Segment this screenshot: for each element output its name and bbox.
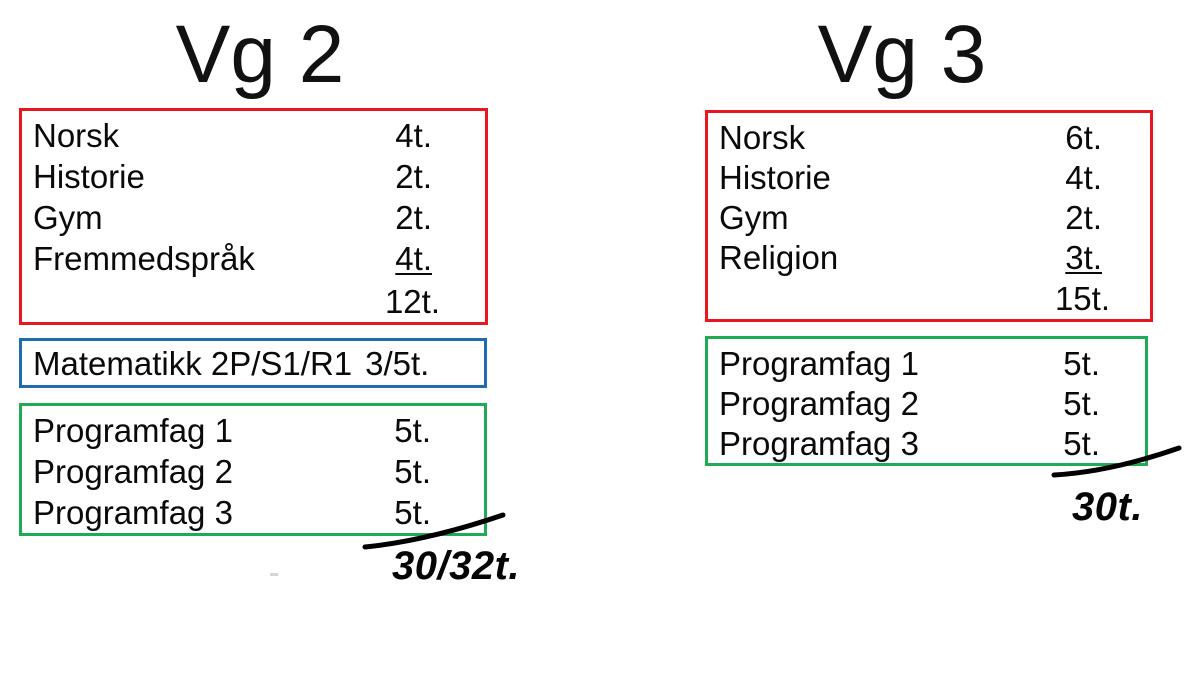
- hours-value: 4t.: [395, 117, 432, 154]
- vg3-common-subjects-box: Norsk 6t. Historie 4t. Gym 2t. Religion …: [705, 110, 1153, 322]
- hours-value: 6t.: [1065, 119, 1102, 156]
- vg3-total-hours: 30t.: [1072, 485, 1143, 529]
- table-row-subtotal: 15t.: [719, 278, 1140, 319]
- hours-value: 5t.: [1063, 425, 1100, 462]
- hours-value: 2t.: [395, 158, 432, 195]
- table-row: Programfag 3 5t.: [33, 492, 474, 533]
- hours-value: 3/5t.: [365, 345, 430, 382]
- subject-label: Matematikk 2P/S1/R1: [33, 345, 353, 382]
- hours-value: 5t.: [394, 494, 431, 531]
- subject-label: Programfag 1: [719, 345, 919, 382]
- column-title-vg3: Vg 3: [817, 9, 987, 100]
- subject-label: Programfag 3: [719, 425, 919, 462]
- table-row: Norsk 6t.: [719, 117, 1140, 158]
- subject-label: Programfag 2: [33, 453, 233, 490]
- subject-label: Religion: [719, 239, 839, 276]
- subtotal-value: 15t.: [1054, 280, 1110, 317]
- table-row: Programfag 1 5t.: [33, 410, 474, 451]
- hours-value: 2t.: [395, 199, 432, 236]
- hours-value: 5t.: [394, 453, 431, 490]
- table-row: Religion 3t.: [719, 237, 1140, 278]
- subject-label: Programfag 2: [719, 385, 919, 422]
- table-row: Programfag 3 5t.: [719, 423, 1135, 464]
- column-title-vg2: Vg 2: [175, 9, 345, 100]
- subject-label: Programfag 1: [33, 412, 233, 449]
- hours-value-underlined: 3t.: [1065, 239, 1102, 276]
- hours-value-underlined: 4t.: [395, 240, 432, 277]
- table-row: Programfag 2 5t.: [719, 383, 1135, 424]
- table-row: Historie 2t.: [33, 156, 475, 197]
- subject-label: Historie: [719, 159, 831, 196]
- vg2-total-hours: 30/32t.: [392, 544, 521, 588]
- table-row: Programfag 1 5t.: [719, 343, 1135, 384]
- subject-label: Historie: [33, 158, 145, 195]
- hours-value: 2t.: [1065, 199, 1102, 236]
- subject-label: Gym: [33, 199, 103, 236]
- stray-mark: [270, 573, 278, 576]
- table-row: Matematikk 2P/S1/R1 3/5t.: [33, 343, 429, 384]
- table-row-subtotal: 12t.: [33, 281, 475, 322]
- subject-label: Gym: [719, 199, 789, 236]
- subject-label: Norsk: [33, 117, 120, 154]
- table-row: Programfag 2 5t.: [33, 451, 474, 492]
- hours-value: 5t.: [1063, 345, 1100, 382]
- subtotal-value: 12t.: [384, 283, 440, 320]
- table-row: Historie 4t.: [719, 157, 1140, 198]
- subject-label: Fremmedspråk: [33, 240, 255, 277]
- table-row: Norsk 4t.: [33, 115, 475, 156]
- vg2-mathematics-box: Matematikk 2P/S1/R1 3/5t.: [19, 338, 487, 388]
- hours-value: 5t.: [1063, 385, 1100, 422]
- subject-label: Norsk: [719, 119, 806, 156]
- table-row: Fremmedspråk 4t.: [33, 238, 475, 279]
- table-row: Gym 2t.: [33, 197, 475, 238]
- vg2-program-subjects-box: Programfag 1 5t. Programfag 2 5t. Progra…: [19, 403, 487, 536]
- table-row: Gym 2t.: [719, 197, 1140, 238]
- hours-value: 5t.: [394, 412, 431, 449]
- vg3-program-subjects-box: Programfag 1 5t. Programfag 2 5t. Progra…: [705, 336, 1148, 466]
- subject-label: Programfag 3: [33, 494, 233, 531]
- vg2-common-subjects-box: Norsk 4t. Historie 2t. Gym 2t. Fremmedsp…: [19, 108, 488, 325]
- hours-value: 4t.: [1065, 159, 1102, 196]
